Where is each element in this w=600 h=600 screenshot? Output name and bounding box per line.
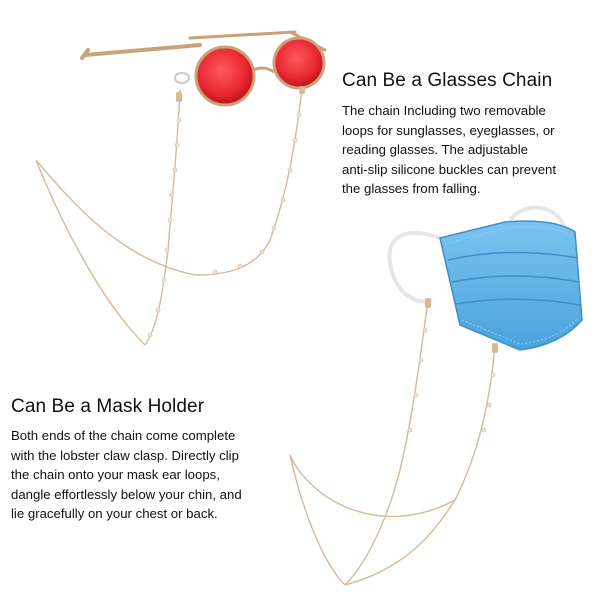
face-mask-illustration [387, 205, 583, 351]
glasses-chain-beads [147, 112, 302, 338]
description-line: with the lobster claw clasp. Directly cl… [11, 447, 239, 463]
glasses-chain-illustration [35, 86, 305, 346]
mask-chain-beads [407, 327, 496, 433]
description-line: The chain Including two removable [342, 103, 546, 118]
sunglasses-illustration [80, 30, 327, 107]
mask-holder-description: Both ends of the chain come complete wit… [11, 426, 291, 524]
description-line: the glasses from falling. [342, 181, 481, 196]
description-line: reading glasses. The adjustable [342, 142, 528, 157]
mask-holder-heading: Can Be a Mask Holder [11, 396, 205, 417]
mask-chain-illustration [289, 298, 498, 586]
description-line: lie gracefully on your chest or back. [11, 506, 218, 521]
glasses-chain-description: The chain Including two removable loops … [342, 101, 592, 199]
glasses-chain-section: Can Be a Glasses Chain The chain Includi… [342, 70, 592, 199]
description-line: Both ends of the chain come complete [11, 428, 236, 443]
description-line: dangle effortlessly below your chin, and [11, 486, 242, 502]
glasses-chain-heading: Can Be a Glasses Chain [342, 70, 553, 91]
description-line: the chain onto your mask ear loops, [11, 467, 220, 482]
description-line: anti-slip silicone buckles can prevent [342, 161, 557, 177]
description-line: loops for sunglasses, eyeglasses, or [342, 122, 555, 138]
mask-holder-section: Can Be a Mask Holder Both ends of the ch… [11, 396, 291, 524]
